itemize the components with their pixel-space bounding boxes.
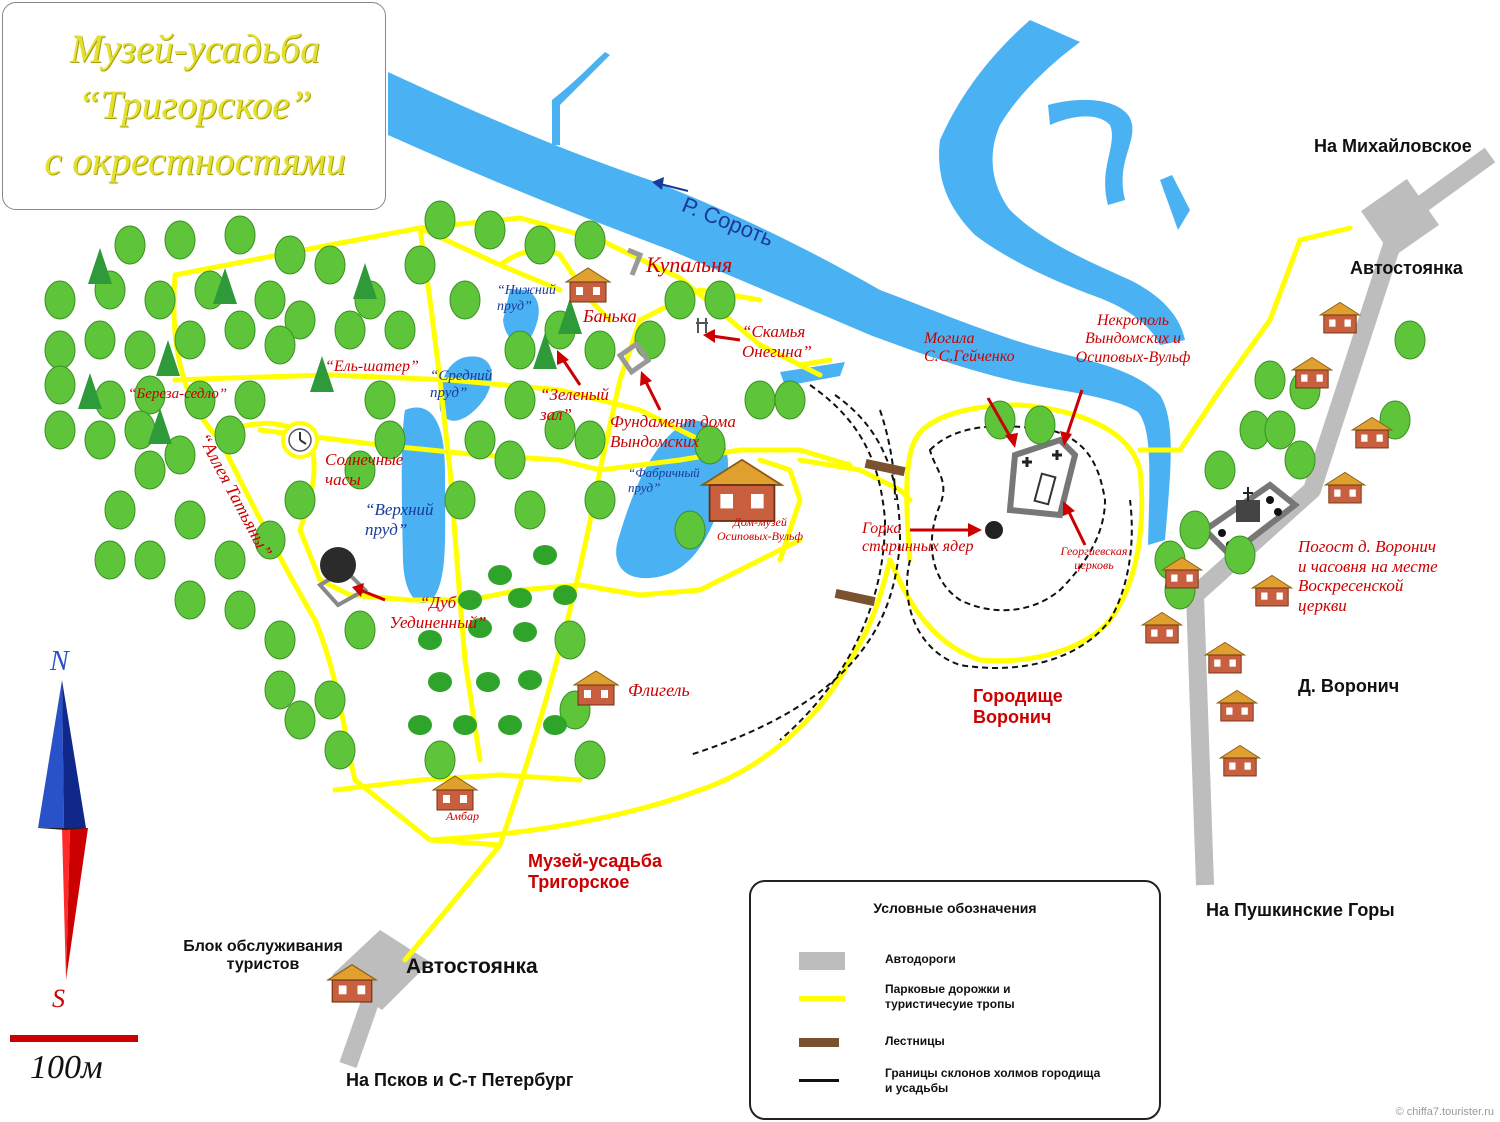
title-line-2: “Тригорское”	[77, 82, 313, 127]
label-dom-muzei: Дом-музей Осиповых-Вульф	[716, 515, 804, 543]
label-ambar: Амбар	[446, 809, 480, 823]
title-line-3: с окрестностями	[44, 138, 346, 183]
legend-label-roads: Автодороги	[885, 952, 956, 966]
label-na-mikhailovskoe: На Михайловское	[1314, 136, 1472, 156]
label-gorka: Горка старинных ядер	[862, 520, 974, 556]
label-solnechnye-chasy: Солнечные часы	[325, 450, 404, 489]
legend-title: Условные обозначения	[873, 900, 1037, 916]
legend-swatch-paths	[799, 996, 845, 1001]
legend-label-stairs: Лестницы	[885, 1034, 945, 1048]
label-gorodishche: Городище Воронич	[973, 686, 1063, 727]
compass-south-label: S	[52, 984, 65, 1013]
label-bereza: “Береза-седло”	[128, 386, 228, 402]
label-fligel: Флигель	[628, 680, 690, 700]
sundial-icon	[281, 421, 319, 459]
compass-arrow	[38, 680, 88, 980]
legend-item-paths: Парковые дорожки и туристичесуие тропы	[751, 982, 1159, 1022]
pogost-chapel	[1200, 481, 1300, 559]
title-box: Музей-усадьба “Тригорское” с окрестностя…	[2, 2, 386, 210]
oak-tree-icon	[316, 547, 369, 608]
label-nekropol: Некрополь Вындомских и Осиповых-Вульф	[1075, 312, 1191, 366]
label-el-shater: “Ель-шатер”	[325, 358, 419, 375]
legend-swatch-roads	[799, 952, 845, 970]
label-na-pskov: На Псков и С-т Петербург	[346, 1070, 574, 1090]
label-fabrichny-prud: “Фабричный пруд”	[628, 465, 700, 495]
river-flow-arrow	[652, 177, 689, 192]
stairs	[834, 458, 906, 607]
label-verkhny-prud: “Верхний пруд”	[365, 500, 434, 539]
label-fundament: Фундамент дома Вындомских	[610, 412, 736, 451]
label-kupalnya: Купальня	[646, 252, 733, 277]
pointer-arrows	[352, 329, 1087, 602]
label-dub: “Дуб Уединенный”	[389, 593, 487, 632]
legend-item-slopes: Границы склонов холмов городища и усадьб…	[751, 1066, 1159, 1106]
legend-label-slopes: Границы склонов холмов городища и усадьб…	[885, 1066, 1101, 1095]
label-museum: Музей-усадьба Тригорское	[528, 851, 662, 892]
legend-box: Условные обозначения Автодороги Парковые…	[749, 880, 1161, 1120]
label-na-pushkinskie: На Пушкинские Горы	[1206, 900, 1395, 920]
label-georg: Георгиевская церковь	[1060, 544, 1128, 572]
credit-text: © chiffa7.tourister.ru	[1395, 1106, 1494, 1118]
scale-label: 100м	[30, 1049, 103, 1086]
foundation-icon	[616, 340, 652, 376]
trees	[44, 200, 1426, 780]
legend-label-paths: Парковые дорожки и туристичесуие тропы	[885, 982, 1015, 1011]
label-d-voronich: Д. Воронич	[1298, 676, 1400, 696]
label-parking-sw: Автостоянка	[406, 955, 538, 978]
bathing-house-icon	[627, 247, 644, 276]
legend-item-stairs: Лестницы	[751, 1032, 1159, 1072]
bench-icon	[696, 318, 708, 333]
legend-swatch-slopes	[799, 1079, 839, 1082]
title-line-1: Музей-усадьба	[69, 26, 321, 71]
compass-north-label: N	[50, 646, 69, 677]
label-sredny-prud: “Средний пруд”	[430, 368, 493, 402]
label-skamya: “Скамья Онегина”	[742, 322, 812, 361]
label-banka: Банька	[583, 306, 637, 326]
houses	[325, 267, 1394, 1003]
legend-swatch-stairs	[799, 1038, 839, 1047]
label-parking-ne: Автостоянка	[1350, 258, 1463, 278]
cannonball-hill-marker	[985, 521, 1003, 539]
label-blok: Блок обслуживания туристов	[183, 938, 343, 974]
label-mogila: Могила С.С.Гейченко	[924, 330, 1015, 366]
label-zeleny-zal: “Зеленый зал”	[540, 385, 609, 424]
scale-bar	[10, 1035, 138, 1042]
parking-ne-lot	[1361, 179, 1439, 257]
necropolis-church	[985, 436, 1079, 539]
legend-item-roads: Автодороги	[751, 948, 1159, 988]
label-nizhny-prud: “Нижний пруд”	[497, 283, 556, 315]
label-pogost: Погост д. Воронич и часовня на месте Вос…	[1298, 537, 1438, 615]
